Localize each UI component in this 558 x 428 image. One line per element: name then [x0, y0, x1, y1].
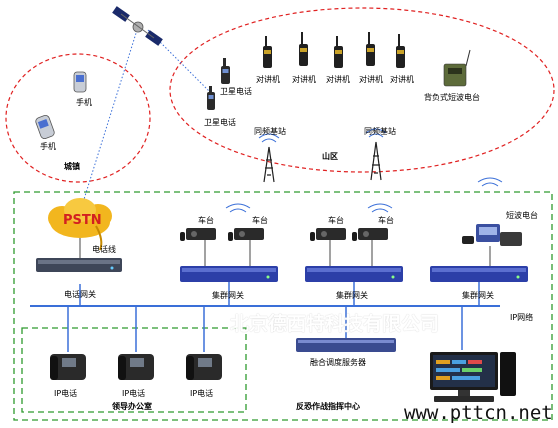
workstation-icon — [430, 352, 516, 402]
sat-phone-label: 卫星电话 — [204, 118, 236, 127]
pstn-label: PSTN — [63, 213, 102, 228]
base-station-label: 同频基站 — [364, 127, 396, 136]
town-label: 城镇 — [64, 162, 80, 171]
walkie-label: 对讲机 — [292, 75, 316, 84]
office-area — [21, 327, 247, 413]
radio-wave-icon — [367, 203, 393, 213]
cluster-gateway-device — [180, 266, 278, 282]
car-radio-label: 车台 — [328, 216, 344, 225]
ip-phone-label: IP电话 — [190, 389, 214, 398]
mountain-label: 山区 — [322, 152, 338, 161]
sat-link-town — [79, 29, 138, 213]
website-watermark: www.pttcn.net — [404, 402, 553, 424]
fusion-server-device — [296, 338, 396, 352]
mobile-phone-icon — [35, 114, 55, 140]
command-center-label: 反恐作战指挥中心 — [296, 402, 360, 411]
cluster-gateway-device — [305, 266, 403, 282]
satellite-icon — [112, 6, 163, 46]
walkie-talkie-icon — [366, 32, 375, 66]
sat-phone-icon — [221, 58, 230, 84]
walkie-label: 对讲机 — [256, 75, 280, 84]
sat-phone-icon — [207, 86, 215, 110]
ip-phone-icon — [118, 354, 154, 380]
base-station-tower-icon — [365, 128, 387, 181]
town-ellipse — [5, 53, 151, 183]
car-radio-label: 车台 — [198, 216, 214, 225]
mountain-ellipse — [169, 7, 555, 173]
walkie-label: 对讲机 — [390, 75, 414, 84]
walkie-talkie-icon — [396, 34, 405, 68]
ip-phone-icon — [50, 354, 86, 380]
walkie-talkie-icon — [299, 32, 308, 66]
car-radio-icon — [228, 228, 264, 241]
base-station-label: 同频基站 — [254, 127, 286, 136]
base-station-tower-icon — [258, 133, 280, 183]
shortwave-radio-label: 短波电台 — [506, 211, 538, 220]
car-radio-icon — [310, 228, 346, 241]
walkie-label: 对讲机 — [326, 75, 350, 84]
car-radio-icon — [352, 228, 388, 241]
radio-wave-icon — [225, 203, 251, 213]
cluster-gateway-label: 集群网关 — [212, 291, 244, 300]
phone-gateway-device — [36, 258, 122, 272]
ip-network-label: IP网络 — [510, 313, 534, 322]
car-radio-icon — [180, 228, 216, 241]
mobile-phone-icon — [73, 71, 87, 93]
cluster-gateway-label: 集群网关 — [462, 291, 494, 300]
ip-phone-label: IP电话 — [54, 389, 78, 398]
ip-phone-icon — [186, 354, 222, 380]
pstn-cloud-icon — [48, 198, 112, 251]
walkie-talkie-icon — [263, 36, 272, 68]
fusion-server-label: 融合调度服务器 — [310, 358, 366, 367]
phone-label: 手机 — [76, 98, 92, 107]
phone-label: 手机 — [40, 142, 56, 151]
radio-wave-icon — [477, 177, 503, 187]
walkie-talkie-icon — [334, 36, 343, 68]
phone-gateway-label: 电话网关 — [64, 290, 96, 299]
ip-phone-label: IP电话 — [122, 389, 146, 398]
phone-line-label: 电话线 — [92, 245, 116, 254]
car-radio-label: 车台 — [252, 216, 268, 225]
backpack-radio-label: 背负式短波电台 — [424, 93, 480, 102]
backpack-radio-icon — [443, 49, 471, 87]
office-label: 领导办公室 — [112, 402, 152, 411]
cluster-gateway-device — [430, 266, 528, 282]
cluster-gateway-label: 集群网关 — [336, 291, 368, 300]
sat-phone-label: 卫星电话 — [220, 87, 252, 96]
car-radio-label: 车台 — [378, 216, 394, 225]
shortwave-radio-icon — [462, 224, 522, 246]
company-watermark: 北京德西特科技有限公司 — [230, 313, 440, 335]
walkie-label: 对讲机 — [359, 75, 383, 84]
network-area — [13, 191, 553, 421]
